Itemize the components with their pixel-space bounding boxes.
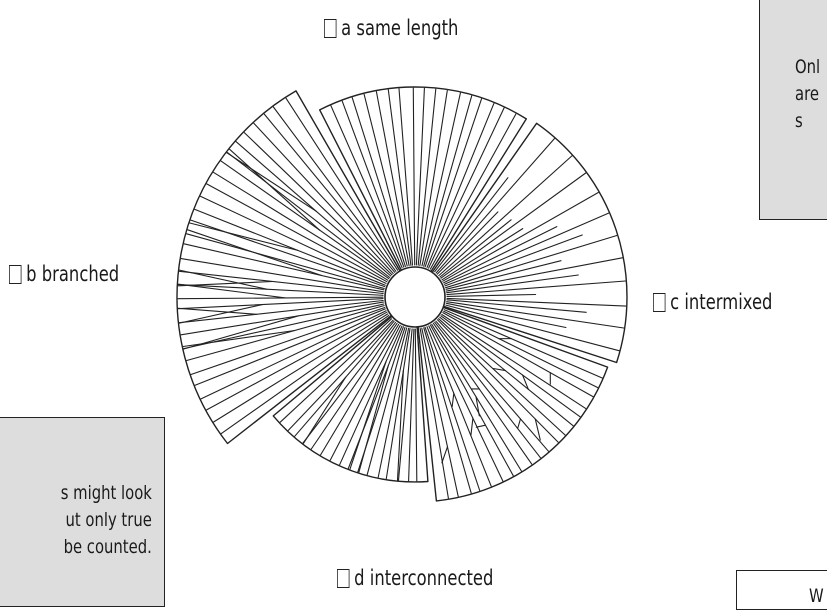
note-bottom-right: W (736, 570, 827, 610)
wheel-spoke-line (331, 106, 402, 268)
wheel-spoke-line (441, 316, 580, 417)
wheel-branch-line (178, 284, 285, 298)
wheel-spoke-line (195, 209, 385, 285)
wheel-branch-line (190, 223, 298, 250)
wheel-spoke-line (424, 328, 471, 493)
wheel-spoke-line (430, 114, 516, 269)
wheel-spoke-line (227, 152, 389, 277)
wheel-cross-link (452, 393, 454, 406)
wheel-branch-line (304, 377, 346, 443)
wheel-sector-outline (273, 316, 428, 482)
option-c-label: c intermixed (670, 290, 772, 314)
note-top-right: Onl are s (759, 0, 827, 220)
note-bottom-left: s might look ut only true be counted. (0, 417, 165, 607)
wheel-spoke-line (427, 103, 494, 267)
wheel-spoke-line (340, 326, 402, 465)
note-top-right-text: Onl are s (795, 54, 820, 135)
option-b-label: b branched (26, 262, 119, 286)
wheel-spoke-line (435, 178, 508, 272)
wheel-cross-link (442, 447, 448, 463)
wheel-spoke-line (430, 325, 513, 476)
wheel-spoke-line (435, 322, 541, 458)
wheel-spoke-line (311, 323, 397, 449)
checkbox-a-icon[interactable] (324, 19, 336, 38)
checkbox-b-icon[interactable] (9, 265, 21, 284)
wheel-branch-line (350, 361, 386, 469)
checkbox-c-icon[interactable] (653, 293, 665, 312)
wheel-spoke-line (415, 329, 417, 481)
wheel-spoke-line (420, 91, 447, 266)
option-b[interactable]: b branched (9, 262, 119, 286)
center-hub (385, 267, 445, 327)
option-c[interactable]: c intermixed (653, 290, 772, 314)
option-a-label: a same length (341, 16, 458, 40)
wheel-spoke-line (447, 281, 626, 295)
wheel-spoke-line (447, 302, 624, 328)
wheel-cross-link (471, 418, 473, 435)
wheel-spoke-line (221, 315, 388, 433)
option-d-label: d interconnected (354, 566, 493, 590)
wheel-spoke-line (447, 295, 536, 297)
wheel-spoke-line (413, 88, 414, 265)
note-bottom-right-text: W (809, 583, 824, 610)
wheel-branch-line (359, 366, 388, 473)
wheel-spoke-line (409, 329, 414, 481)
wheel-spoke-line (446, 258, 622, 291)
wheel-spoke-line (388, 90, 411, 266)
wheel-cross-link (476, 425, 485, 427)
checkbox-d-icon[interactable] (337, 569, 349, 588)
wheel-spoke-line (443, 193, 599, 282)
option-d[interactable]: d interconnected (337, 566, 493, 590)
wheel-spoke-line (386, 329, 410, 479)
wheel-spoke-line (441, 173, 586, 278)
wheel-cross-link (518, 419, 521, 429)
wheel-spoke-line (187, 234, 385, 289)
wheel-spoke-line (399, 89, 413, 266)
wheel-spoke-line (433, 323, 532, 464)
note-bottom-left-text: s might look ut only true be counted. (61, 480, 152, 561)
wheel-spoke-line (273, 107, 396, 271)
wheel-spoke-line (439, 319, 566, 435)
wheel-spoke-line (187, 306, 385, 361)
option-a[interactable]: a same length (324, 16, 458, 40)
wheel-branch-line (178, 282, 272, 286)
wheel-branch-line (178, 308, 256, 314)
